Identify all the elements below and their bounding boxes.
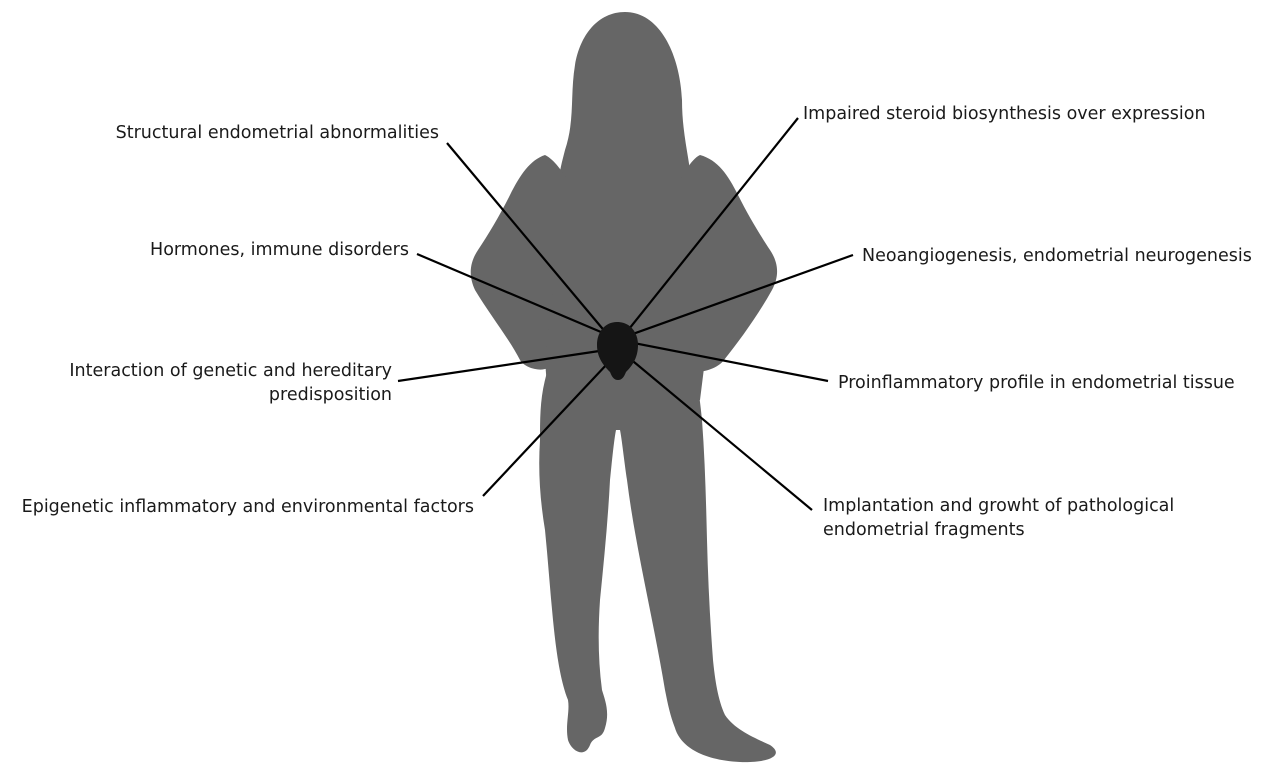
factor-label-structural: Structural endometrial abnormalities xyxy=(116,121,439,145)
factor-label-line: Epigenetic inflammatory and environmenta… xyxy=(22,495,474,519)
factor-label-hormones: Hormones, immune disorders xyxy=(150,238,409,262)
factor-label-implantation: Implantation and growht of pathological … xyxy=(823,494,1174,542)
factor-label-line: Interaction of genetic and hereditary xyxy=(69,359,392,383)
factor-label-line: endometrial fragments xyxy=(823,518,1174,542)
factor-label-epigenetic: Epigenetic inflammatory and environmenta… xyxy=(22,495,474,519)
factor-label-line: predisposition xyxy=(69,383,392,407)
factor-label-genetic: Interaction of genetic and hereditary pr… xyxy=(69,359,392,407)
factor-label-steroid: Impaired steroid biosynthesis over expre… xyxy=(803,102,1206,126)
factor-label-line: Impaired steroid biosynthesis over expre… xyxy=(803,102,1206,126)
factor-label-line: Hormones, immune disorders xyxy=(150,238,409,262)
factor-label-line: Structural endometrial abnormalities xyxy=(116,121,439,145)
factor-label-line: Proinflammatory profile in endometrial t… xyxy=(838,371,1235,395)
factor-label-neoangiogenesis: Neoangiogenesis, endometrial neurogenesi… xyxy=(862,244,1252,268)
factor-label-line: Neoangiogenesis, endometrial neurogenesi… xyxy=(862,244,1252,268)
factor-label-proinflammatory: Proinflammatory profile in endometrial t… xyxy=(838,371,1235,395)
woman-silhouette xyxy=(471,12,777,762)
factor-label-line: Implantation and growht of pathological xyxy=(823,494,1174,518)
